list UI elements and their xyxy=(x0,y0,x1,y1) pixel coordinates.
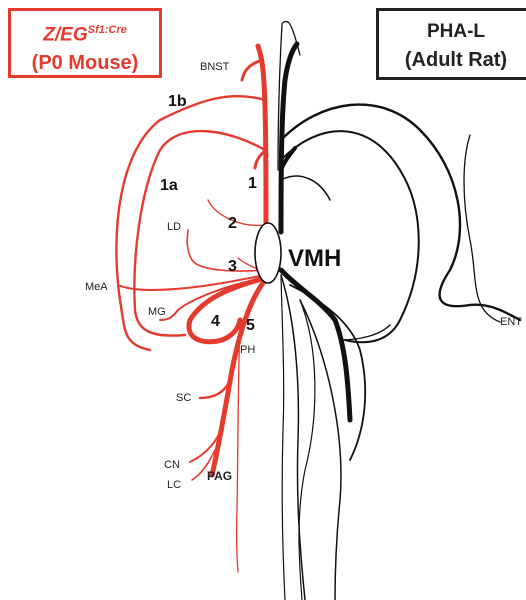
label-pag: PAG xyxy=(207,469,232,483)
rat-descending-left xyxy=(281,275,285,600)
vmh-nucleus xyxy=(255,223,281,283)
mouse-title-line: Z/EGSf1:Cre xyxy=(11,19,159,46)
rat-subtitle: (Adult Rat) xyxy=(379,48,526,72)
label-bnst: BNST xyxy=(200,61,230,73)
rat-far-right xyxy=(464,135,500,322)
label-ent: ENT xyxy=(500,316,522,328)
rat-title-box: PHA-L (Adult Rat) xyxy=(376,8,526,80)
vmh-label: VMH xyxy=(288,245,341,272)
mouse-ld-branch xyxy=(187,230,265,271)
pathway-4: 4 xyxy=(211,313,220,330)
rat-title: PHA-L xyxy=(379,21,526,43)
label-mg: MG xyxy=(148,306,166,318)
rat-descending-long xyxy=(281,275,305,600)
pathway-1: 1 xyxy=(248,175,257,192)
rat-mid-arc xyxy=(281,131,419,342)
pathway-2: 2 xyxy=(228,215,237,232)
label-sc: SC xyxy=(176,392,191,404)
rat-projections xyxy=(278,22,520,600)
rat-outer-arc-ent xyxy=(281,105,520,320)
pathway-1a: 1a xyxy=(160,177,178,194)
mouse-subtitle: (P0 Mouse) xyxy=(11,51,159,75)
rat-descending-right xyxy=(300,300,341,600)
mouse-gene: Z/EG xyxy=(43,24,87,45)
mouse-ascending-trunk xyxy=(258,46,266,230)
label-ld: LD xyxy=(167,221,181,233)
label-cn: CN xyxy=(164,459,180,471)
rat-inner-arc xyxy=(281,176,330,200)
mouse-gene-superscript: Sf1:Cre xyxy=(88,24,127,36)
label-mea: MeA xyxy=(85,281,108,293)
label-lc: LC xyxy=(167,479,181,491)
mouse-title-box: Z/EGSf1:Cre (P0 Mouse) xyxy=(8,8,162,78)
mouse-projections xyxy=(116,46,266,572)
label-ph: PH xyxy=(240,344,255,356)
mouse-bnst-branch xyxy=(242,60,262,80)
pathway-3: 3 xyxy=(228,258,237,275)
pathway-5: 5 xyxy=(246,317,255,334)
rat-descending-thick xyxy=(281,270,350,420)
pathway-1b: 1b xyxy=(168,93,187,110)
